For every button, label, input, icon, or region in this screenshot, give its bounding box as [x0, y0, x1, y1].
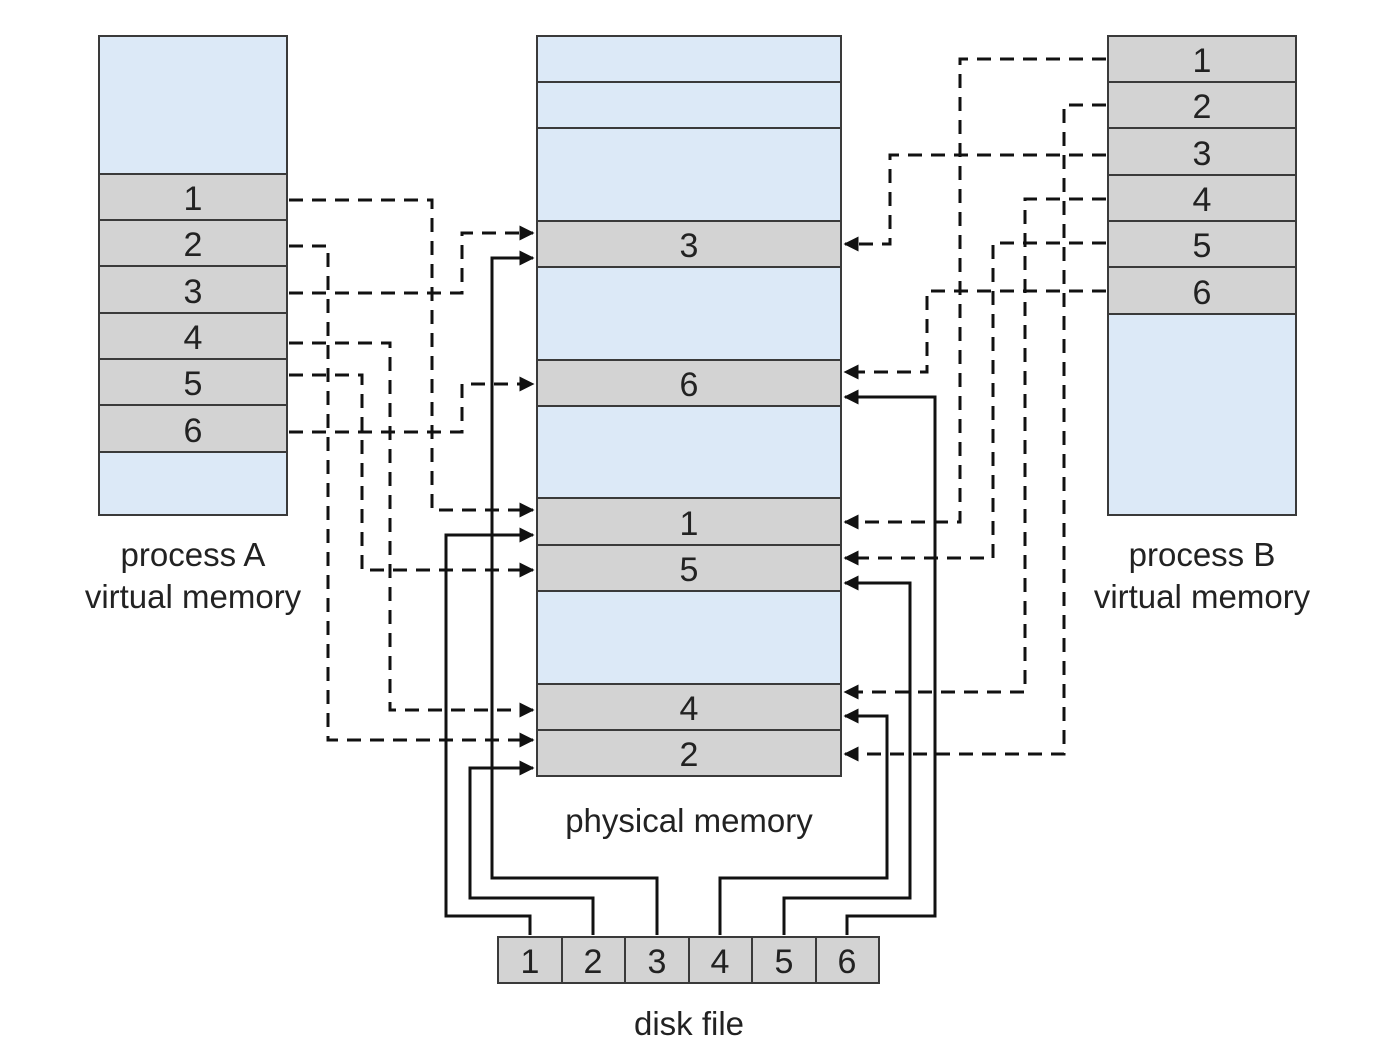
disk-block-2: 2 [561, 936, 626, 984]
physical-free-2 [536, 81, 842, 129]
process-b-page-1-label: 1 [1193, 42, 1212, 80]
map-b1-to-frame-1 [843, 57, 1106, 530]
map-disk-4-to-frame-4 [718, 708, 889, 935]
map-disk-6-to-frame-6 [843, 389, 937, 935]
process-a-page-5-label: 5 [184, 365, 203, 403]
process-a-page-1-label: 1 [184, 180, 203, 218]
process-a-free-bottom [98, 451, 288, 516]
physical-free-5 [536, 405, 842, 499]
process-b-page-1: 1 [1107, 35, 1297, 83]
map-b4-to-frame-4 [843, 197, 1106, 700]
disk-block-6-label: 6 [838, 943, 857, 981]
disk-block-4-label: 4 [711, 943, 730, 981]
process-b-page-5-label: 5 [1193, 227, 1212, 265]
disk-block-5-label: 5 [775, 943, 794, 981]
disk-block-2-label: 2 [584, 943, 603, 981]
process-a-page-6-label: 6 [184, 412, 203, 450]
process-b-page-5: 5 [1107, 220, 1297, 268]
map-a2-to-frame-2 [289, 244, 535, 748]
process-a-page-3-label: 3 [184, 273, 203, 311]
map-b6-to-frame-6 [843, 289, 1106, 380]
process-a-page-2-label: 2 [184, 226, 203, 264]
map-b5-to-frame-5 [843, 241, 1106, 566]
physical-frame-6: 6 [536, 359, 842, 407]
physical-frame-5-label: 5 [680, 551, 699, 589]
physical-free-1 [536, 35, 842, 83]
physical-free-3 [536, 127, 842, 222]
map-disk-5-to-frame-5 [782, 575, 912, 935]
map-disk-2-to-frame-2 [468, 760, 595, 935]
physical-frame-3: 3 [536, 220, 842, 268]
process-a-page-6: 6 [98, 404, 288, 453]
process-b-page-4: 4 [1107, 174, 1297, 222]
process-b-page-6-label: 6 [1193, 274, 1212, 312]
process-b-mappings [843, 57, 1106, 762]
disk-file: 1 2 3 4 5 6 disk file [497, 936, 880, 1042]
map-a3-to-frame-3 [289, 225, 535, 295]
process-a-caption-line1: process A [121, 536, 266, 573]
physical-frame-4-label: 4 [680, 690, 699, 728]
disk-file-caption: disk file [634, 1005, 744, 1042]
disk-block-4: 4 [688, 936, 753, 984]
process-a-page-1: 1 [98, 173, 288, 221]
process-a-page-2: 2 [98, 219, 288, 267]
map-a6-to-frame-6 [289, 376, 535, 434]
map-b2-to-frame-2 [843, 103, 1106, 762]
process-a-free-top [98, 35, 288, 175]
process-b-caption-line2: virtual memory [1094, 578, 1311, 615]
process-b-page-2: 2 [1107, 81, 1297, 129]
physical-frame-2: 2 [536, 729, 842, 777]
process-a-mappings [289, 198, 535, 748]
physical-free-4 [536, 266, 842, 361]
physical-frame-5: 5 [536, 544, 842, 592]
physical-frame-4: 4 [536, 683, 842, 731]
map-a1-to-frame-1 [289, 198, 535, 518]
disk-block-3: 3 [624, 936, 690, 984]
physical-frame-1: 1 [536, 497, 842, 546]
process-b-page-3: 3 [1107, 127, 1297, 176]
map-disk-1-to-frame-1 [444, 527, 535, 935]
physical-free-6 [536, 590, 842, 685]
process-b-page-4-label: 4 [1193, 181, 1212, 219]
physical-frame-1-label: 1 [680, 505, 699, 543]
process-b-virtual-memory: 1 2 3 4 5 6 process B virtual memory [1094, 35, 1311, 615]
physical-frame-2-label: 2 [680, 736, 699, 774]
map-disk-3-to-frame-3 [490, 250, 659, 935]
physical-memory-caption: physical memory [565, 802, 813, 839]
physical-frame-3-label: 3 [680, 227, 699, 265]
process-b-caption-line1: process B [1129, 536, 1276, 573]
map-a4-to-frame-4 [289, 341, 535, 718]
disk-block-1: 1 [497, 936, 563, 984]
process-b-page-6: 6 [1107, 266, 1297, 315]
process-a-page-3: 3 [98, 265, 288, 314]
process-a-virtual-memory: 1 2 3 4 5 6 process A virtual memory [85, 35, 302, 615]
disk-block-1-label: 1 [521, 943, 540, 981]
disk-block-6: 6 [815, 936, 880, 984]
process-a-page-4: 4 [98, 312, 288, 360]
disk-block-5: 5 [751, 936, 817, 984]
map-b3-to-frame-3 [843, 153, 1106, 252]
process-a-caption-line2: virtual memory [85, 578, 302, 615]
physical-memory: 3 6 1 5 4 2 physical memory [536, 35, 842, 839]
disk-block-3-label: 3 [648, 943, 667, 981]
process-a-page-4-label: 4 [184, 319, 203, 357]
physical-frame-6-label: 6 [680, 366, 699, 404]
process-b-page-2-label: 2 [1193, 88, 1212, 126]
process-a-page-5: 5 [98, 358, 288, 406]
process-b-free-bottom [1107, 313, 1297, 516]
process-b-page-3-label: 3 [1193, 135, 1212, 173]
map-a5-to-frame-5 [289, 373, 535, 578]
disk-mappings [444, 250, 937, 935]
